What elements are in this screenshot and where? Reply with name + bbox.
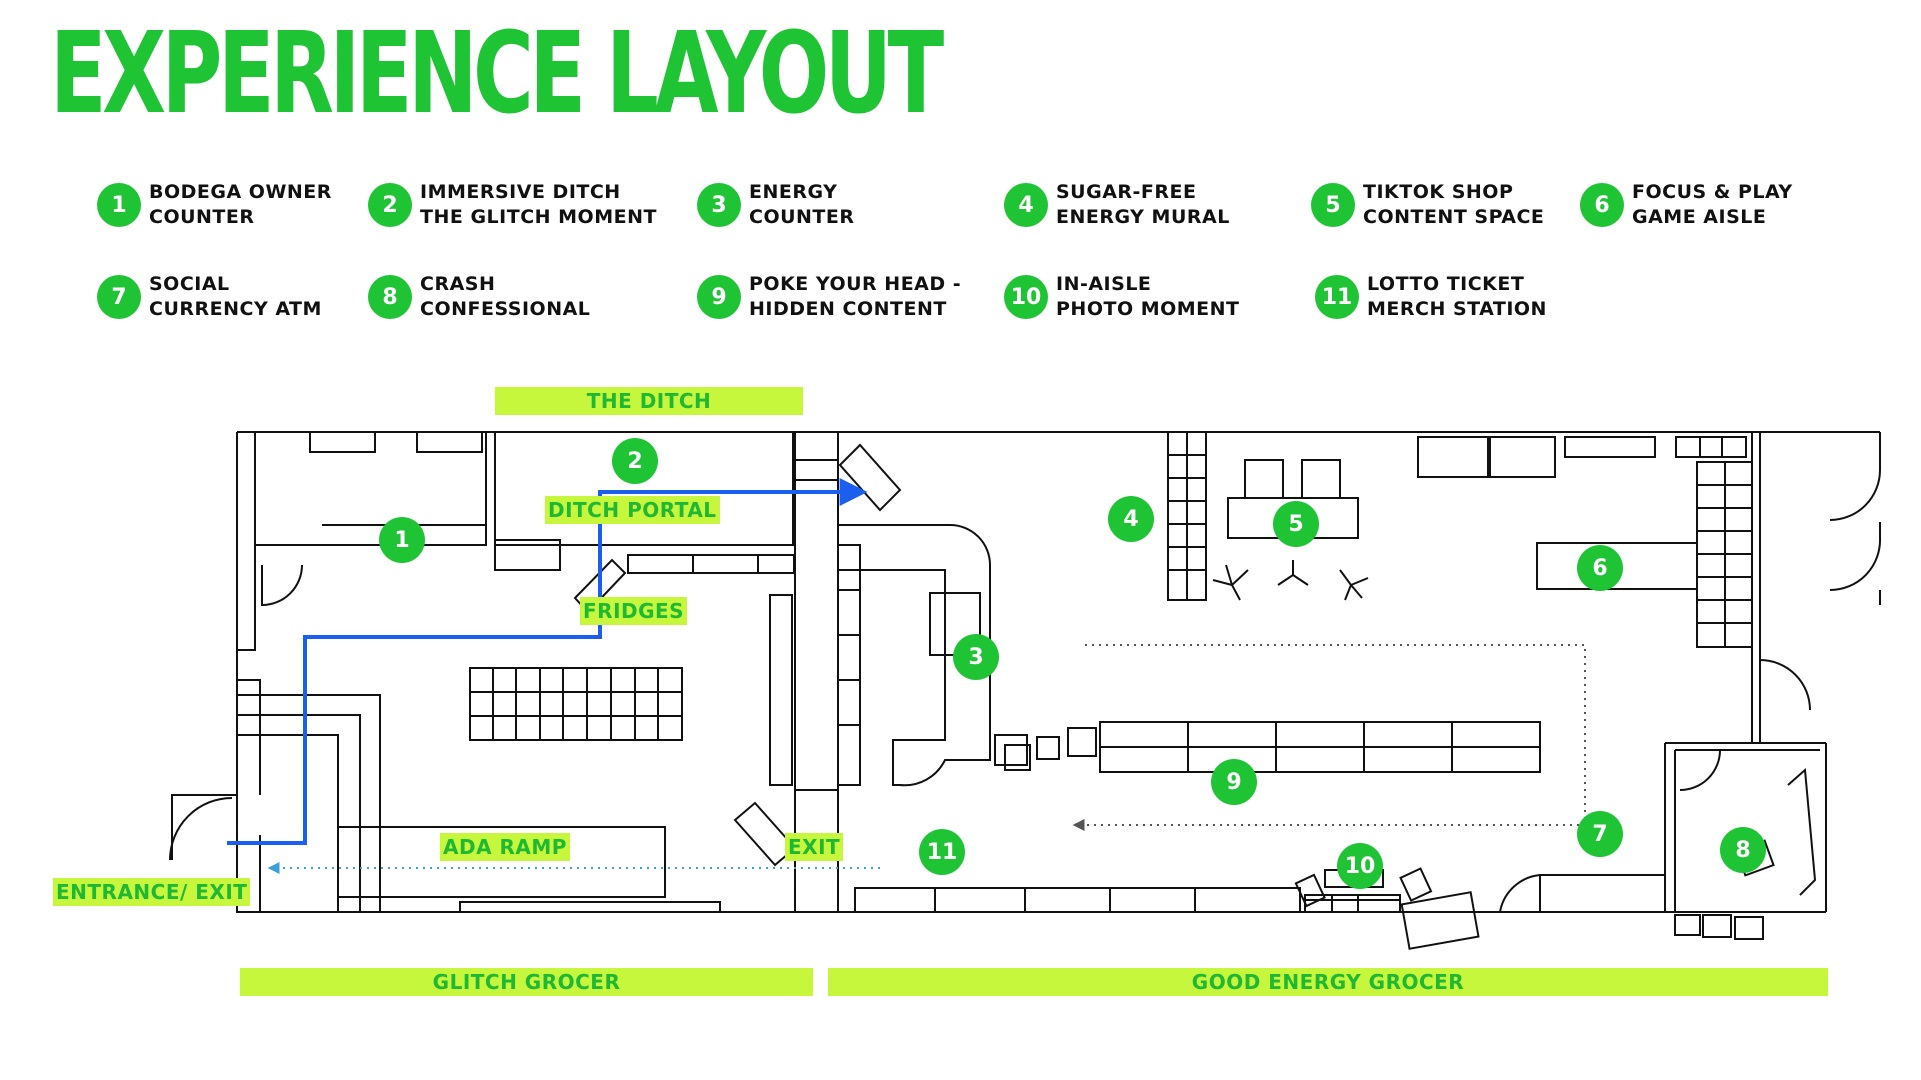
door-arc <box>261 564 303 607</box>
plan-marker-7: 7 <box>1577 811 1623 857</box>
left-inner-walls <box>237 431 261 912</box>
plan-marker-11: 11 <box>919 829 965 875</box>
legend-item-8: 8 CRASH CONFESSIONAL <box>368 272 590 322</box>
legend-item-4: 4 SUGAR-FREE ENERGY MURAL <box>1004 180 1230 230</box>
legend-label: BODEGA OWNER COUNTER <box>149 181 332 228</box>
legend-item-5: 5 TIKTOK SHOP CONTENT SPACE <box>1311 180 1544 230</box>
legend-item-10: 10 IN-AISLE PHOTO MOMENT <box>1004 272 1240 322</box>
plan-marker-4: 4 <box>1108 496 1154 542</box>
bodega-room <box>255 432 487 546</box>
legend-label: IN-AISLE PHOTO MOMENT <box>1056 273 1240 320</box>
plan-marker-10: 10 <box>1337 843 1383 889</box>
area-label-glitch-grocer: GLITCH GROCER <box>240 968 813 996</box>
shelf-grid <box>469 667 683 741</box>
legend-badge: 1 <box>97 183 141 227</box>
legend-item-6: 6 FOCUS & PLAY GAME AISLE <box>1580 180 1793 230</box>
legend-item-11: 11 LOTTO TICKET MERCH STATION <box>1315 272 1547 322</box>
visitor-path <box>227 478 868 845</box>
legend-badge: 5 <box>1311 183 1355 227</box>
aisle-9 <box>1099 721 1541 773</box>
legend-label: SOCIAL CURRENCY ATM <box>149 273 322 320</box>
legend-badge: 3 <box>697 183 741 227</box>
door-arc <box>1759 659 1811 711</box>
confessional-room <box>1664 742 1826 912</box>
legend-badge: 7 <box>97 275 141 319</box>
plan-marker-9: 9 <box>1211 759 1257 805</box>
tag-ditch-portal: DITCH PORTAL <box>545 496 720 524</box>
legend-badge: 2 <box>368 183 412 227</box>
ditch-room <box>494 432 794 546</box>
legend-badge: 6 <box>1580 183 1624 227</box>
legend-label: IMMERSIVE DITCH THE GLITCH MOMENT <box>420 181 657 228</box>
tag-entrance-exit: ENTRANCE/ EXIT <box>53 878 251 906</box>
tag-fridges: FRIDGES <box>580 597 688 625</box>
legend-label: CRASH CONFESSIONAL <box>420 273 591 320</box>
plan-marker-1: 1 <box>379 517 425 563</box>
lotto-aisle <box>854 887 1301 913</box>
legend-item-3: 3 ENERGY COUNTER <box>697 180 855 230</box>
legend-label: TIKTOK SHOP CONTENT SPACE <box>1363 181 1545 228</box>
plan-marker-2: 2 <box>612 438 658 484</box>
plan-marker-3: 3 <box>953 634 999 680</box>
legend-item-7: 7 SOCIAL CURRENCY ATM <box>97 272 322 322</box>
legend-badge: 10 <box>1004 275 1048 319</box>
plan-marker-8: 8 <box>1720 827 1766 873</box>
guide-line <box>1072 644 1586 831</box>
energy-counter <box>838 524 991 787</box>
legend-item-9: 9 POKE YOUR HEAD - HIDDEN CONTENT <box>697 272 961 322</box>
legend-label: LOTTO TICKET MERCH STATION <box>1367 273 1547 320</box>
legend-item-1: 1 BODEGA OWNER COUNTER <box>97 180 332 230</box>
legend-badge: 4 <box>1004 183 1048 227</box>
tag-exit: EXIT <box>785 833 844 861</box>
tag-ada-ramp: ADA RAMP <box>440 833 570 861</box>
legend-label: SUGAR-FREE ENERGY MURAL <box>1056 181 1230 228</box>
ramp-walls <box>237 694 381 912</box>
legend-item-2: 2 IMMERSIVE DITCH THE GLITCH MOMENT <box>368 180 657 230</box>
area-label-the-ditch: THE DITCH <box>495 387 803 415</box>
legend-badge: 9 <box>697 275 741 319</box>
plan-marker-6: 6 <box>1577 545 1623 591</box>
legend-label: FOCUS & PLAY GAME AISLE <box>1632 181 1793 228</box>
legend-label: ENERGY COUNTER <box>749 181 855 228</box>
plan-marker-5: 5 <box>1273 501 1319 547</box>
legend-badge: 8 <box>368 275 412 319</box>
outer-wall <box>236 431 1881 913</box>
legend-label: POKE YOUR HEAD - HIDDEN CONTENT <box>749 273 962 320</box>
entrance-door <box>169 794 236 861</box>
area-label-good-energy-grocer: GOOD ENERGY GROCER <box>828 968 1828 996</box>
door-arc <box>1829 469 1882 591</box>
legend-badge: 11 <box>1315 275 1359 319</box>
page-title: EXPERIENCE LAYOUT <box>50 9 944 139</box>
